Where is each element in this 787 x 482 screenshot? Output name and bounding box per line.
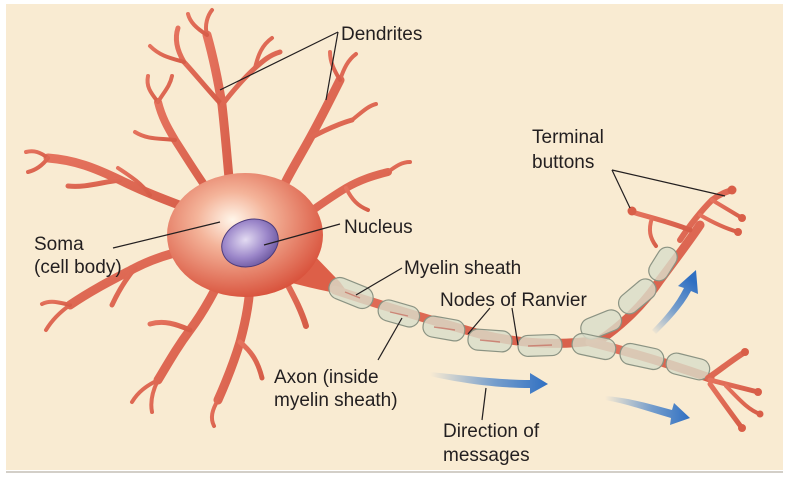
label-nodes-of-ranvier: Nodes of Ranvier — [440, 290, 587, 311]
label-terminal-line1: Terminal — [532, 127, 604, 148]
label-soma-line2: (cell body) — [34, 257, 122, 278]
label-nucleus: Nucleus — [344, 217, 413, 238]
label-terminal-line2: buttons — [532, 152, 594, 173]
label-soma-line1: Soma — [34, 234, 84, 255]
label-axon-line1: Axon (inside — [274, 367, 379, 388]
label-direction-line2: messages — [443, 445, 530, 466]
label-myelin-sheath: Myelin sheath — [404, 258, 521, 279]
label-direction-line1: Direction of — [443, 421, 540, 442]
label-axon-line2: myelin sheath) — [274, 390, 398, 411]
label-dendrites: Dendrites — [341, 24, 422, 45]
